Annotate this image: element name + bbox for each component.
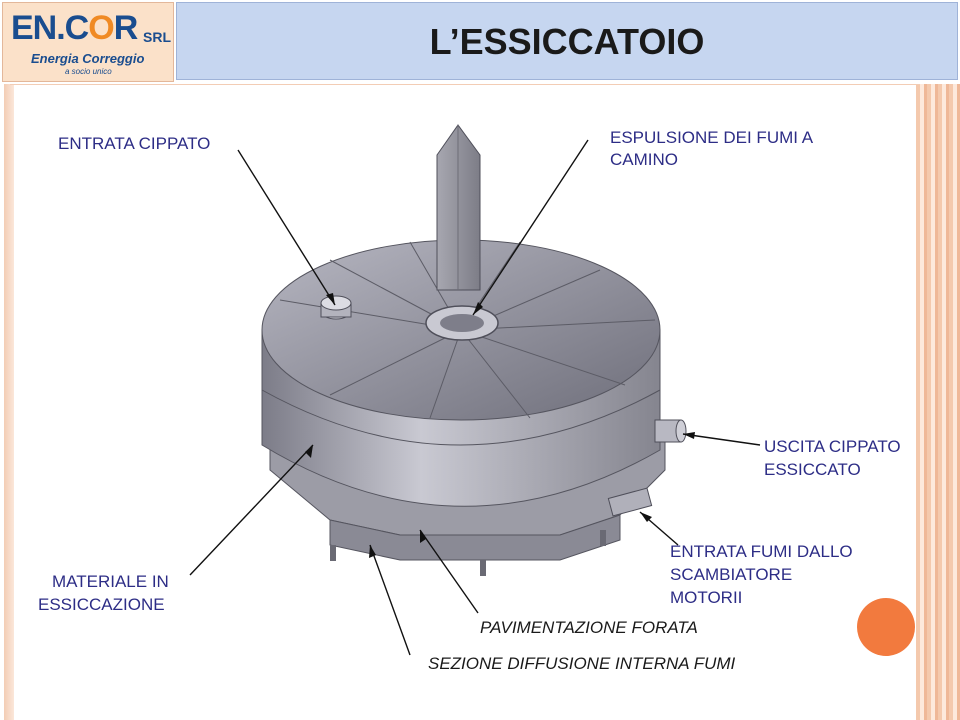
header: EN.COR SRL Energia Correggio a socio uni… — [0, 0, 960, 84]
label-entrata-fumi-line2: SCAMBIATORE — [670, 565, 793, 584]
label-sezione: SEZIONE DIFFUSIONE INTERNA FUMI — [428, 654, 736, 673]
logo-wordmark: EN.COR — [11, 9, 138, 47]
fumes-inlet-pipe — [607, 487, 653, 517]
callout-arrowheads — [305, 293, 695, 558]
label-materiale-line1: MATERIALE IN — [52, 572, 169, 591]
right-decoration-stripes — [916, 84, 960, 720]
foot — [600, 530, 606, 546]
logo-tagline: Energia Correggio — [31, 51, 145, 66]
label-entrata-fumi-line1: ENTRATA FUMI DALLO — [670, 542, 853, 561]
company-logo: EN.COR SRL Energia Correggio a socio uni… — [2, 2, 174, 82]
base-front — [329, 514, 621, 561]
label-entrata-fumi-line3: MOTORII — [670, 588, 743, 607]
title-band: L’ESSICCATOIO — [176, 2, 958, 80]
logo-subtitle: a socio unico — [65, 67, 112, 76]
orange-accent-circle — [857, 598, 915, 656]
callout-lines — [189, 139, 761, 656]
label-espulsione-line2: CAMINO — [610, 150, 678, 169]
central-flue-inner — [440, 314, 484, 332]
label-pavimentazione: PAVIMENTAZIONE FORATA — [480, 618, 698, 637]
slide-title: L’ESSICCATOIO — [429, 21, 705, 62]
foot — [480, 560, 486, 576]
left-decoration-stripe — [4, 84, 14, 720]
frame-divider — [10, 84, 920, 85]
top-radial-lines — [279, 241, 656, 419]
label-uscita-line1: USCITA CIPPATO — [764, 437, 901, 456]
label-materiale-line2: ESSICCAZIONE — [38, 595, 165, 614]
logo-suffix: SRL — [143, 29, 171, 45]
label-entrata-cippato: ENTRATA CIPPATO — [58, 134, 211, 153]
feed-inlet-top — [320, 295, 352, 311]
label-uscita-line2: ESSICCATO — [764, 460, 861, 479]
label-espulsione-line1: ESPULSIONE DEI FUMI A — [610, 128, 814, 147]
foot — [330, 545, 336, 561]
